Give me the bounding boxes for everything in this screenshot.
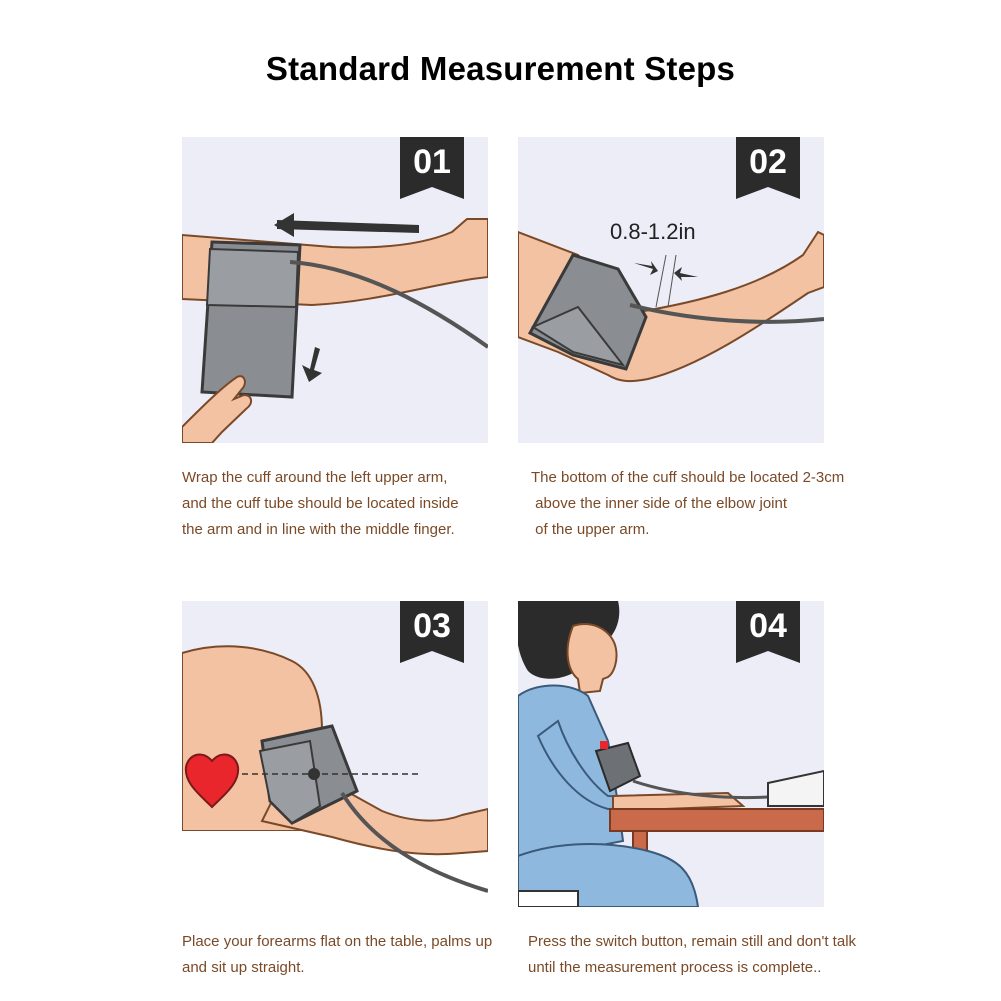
- step-2-number: 02: [749, 143, 787, 181]
- page-title: Standard Measurement Steps: [265, 50, 736, 87]
- step-1-caption: Wrap the cuff around the left upper arm,…: [182, 465, 459, 543]
- step-3-illustration: 03: [182, 601, 488, 907]
- caption-line: Wrap the cuff around the left upper arm,: [182, 469, 448, 486]
- step-1-drawing: [182, 213, 488, 443]
- caption-line: The bottom of the cuff should be located…: [531, 469, 845, 486]
- measure-label: 0.8-1.2in: [610, 219, 696, 244]
- step-1-number: 01: [413, 143, 451, 181]
- step-4-drawing: [518, 601, 824, 907]
- step-2-illustration: 0.8-1.2in 02: [518, 137, 824, 443]
- caption-line: the arm and in line with the middle fing…: [182, 521, 455, 538]
- caption-line: and sit up straight.: [182, 959, 305, 976]
- step-3-badge: 03: [400, 601, 464, 663]
- step-2-drawing: [518, 230, 824, 383]
- step-3-drawing: [182, 645, 488, 907]
- step-1-badge: 01: [400, 137, 464, 199]
- step-4-number: 04: [749, 607, 787, 645]
- caption-line: and the cuff tube should be located insi…: [182, 495, 459, 512]
- caption-line: Press the switch button, remain still an…: [528, 933, 857, 950]
- caption-line: until the measurement process is complet…: [528, 959, 822, 976]
- caption-line: above the inner side of the elbow joint: [531, 495, 788, 512]
- step-3-caption: Place your forearms flat on the table, p…: [182, 929, 492, 981]
- step-2-badge: 02: [736, 137, 800, 199]
- step-1-illustration: 01: [182, 137, 488, 443]
- step-4-badge: 04: [736, 601, 800, 663]
- caption-line: of the upper arm.: [531, 521, 650, 538]
- step-4-illustration: 04: [518, 601, 824, 907]
- step-2-caption: The bottom of the cuff should be located…: [531, 465, 844, 543]
- step-3-number: 03: [413, 607, 451, 645]
- caption-line: Place your forearms flat on the table, p…: [182, 933, 493, 950]
- step-4-caption: Press the switch button, remain still an…: [528, 929, 856, 981]
- heart-icon: [184, 753, 240, 809]
